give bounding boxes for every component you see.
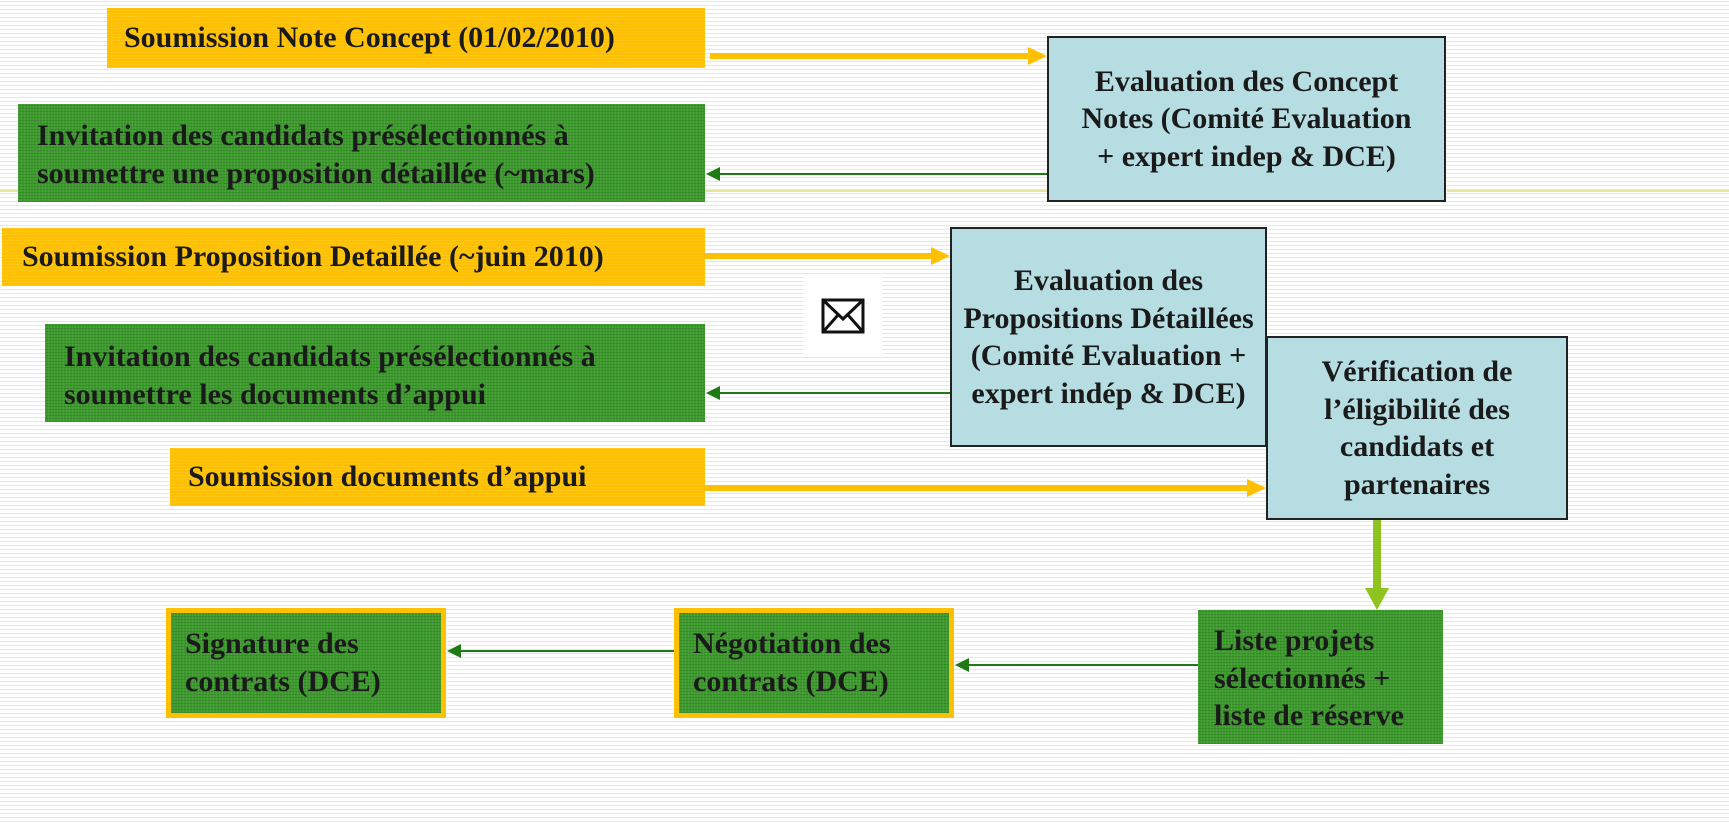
arrow-evaluation-to-invitation-head bbox=[706, 167, 720, 181]
arrow-note-to-evaluation-head bbox=[1028, 47, 1047, 65]
verification-label: Vérification de l’éligibilité des candid… bbox=[1321, 355, 1513, 501]
signature-box: Signature des contrats (DCE) bbox=[166, 608, 446, 718]
verification-box: Vérification de l’éligibilité des candid… bbox=[1266, 336, 1568, 520]
evaluation-propositions-box: Evaluation des Propositions Détaillées (… bbox=[950, 227, 1267, 447]
envelope-icon bbox=[804, 277, 882, 354]
liste-projets-box: Liste projets sélectionnés + liste de ré… bbox=[1198, 610, 1443, 744]
evaluation-concept-notes-box: Evaluation des Concept Notes (Comité Eva… bbox=[1047, 36, 1446, 202]
arrow-verification-to-liste-head bbox=[1365, 588, 1389, 610]
soumission-proposition-label: Soumission Proposition Detaillée (~juin … bbox=[22, 239, 604, 273]
soumission-documents-label: Soumission documents d’appui bbox=[188, 459, 587, 493]
soumission-documents-box: Soumission documents d’appui bbox=[170, 448, 705, 506]
arrow-proposition-to-evaluation-head bbox=[931, 247, 950, 265]
negociation-box: Négotiation des contrats (DCE) bbox=[674, 608, 954, 718]
arrow-evaluation-to-invitation-documents-head bbox=[706, 386, 720, 400]
invitation-proposition-label: Invitation des candidats présélectionnés… bbox=[37, 119, 595, 190]
envelope-glyph bbox=[821, 298, 865, 333]
soumission-note-concept-label: Soumission Note Concept (01/02/2010) bbox=[124, 20, 615, 54]
soumission-proposition-box: Soumission Proposition Detaillée (~juin … bbox=[2, 228, 705, 286]
evaluation-propositions-label: Evaluation des Propositions Détaillées (… bbox=[963, 264, 1254, 410]
invitation-documents-box: Invitation des candidats présélectionnés… bbox=[45, 324, 705, 422]
signature-label: Signature des contrats (DCE) bbox=[185, 627, 381, 698]
invitation-documents-label: Invitation des candidats présélectionnés… bbox=[64, 340, 596, 411]
arrow-liste-to-negociation-head bbox=[955, 658, 969, 672]
arrow-documents-to-verification-head bbox=[1247, 479, 1266, 497]
liste-projets-label: Liste projets sélectionnés + liste de ré… bbox=[1214, 624, 1404, 732]
negociation-label: Négotiation des contrats (DCE) bbox=[693, 627, 891, 698]
evaluation-concept-notes-label: Evaluation des Concept Notes (Comité Eva… bbox=[1081, 64, 1412, 173]
arrow-negociation-to-signature-head bbox=[447, 644, 461, 658]
soumission-note-concept-box: Soumission Note Concept (01/02/2010) bbox=[107, 8, 705, 68]
invitation-proposition-box: Invitation des candidats présélectionnés… bbox=[18, 104, 705, 202]
